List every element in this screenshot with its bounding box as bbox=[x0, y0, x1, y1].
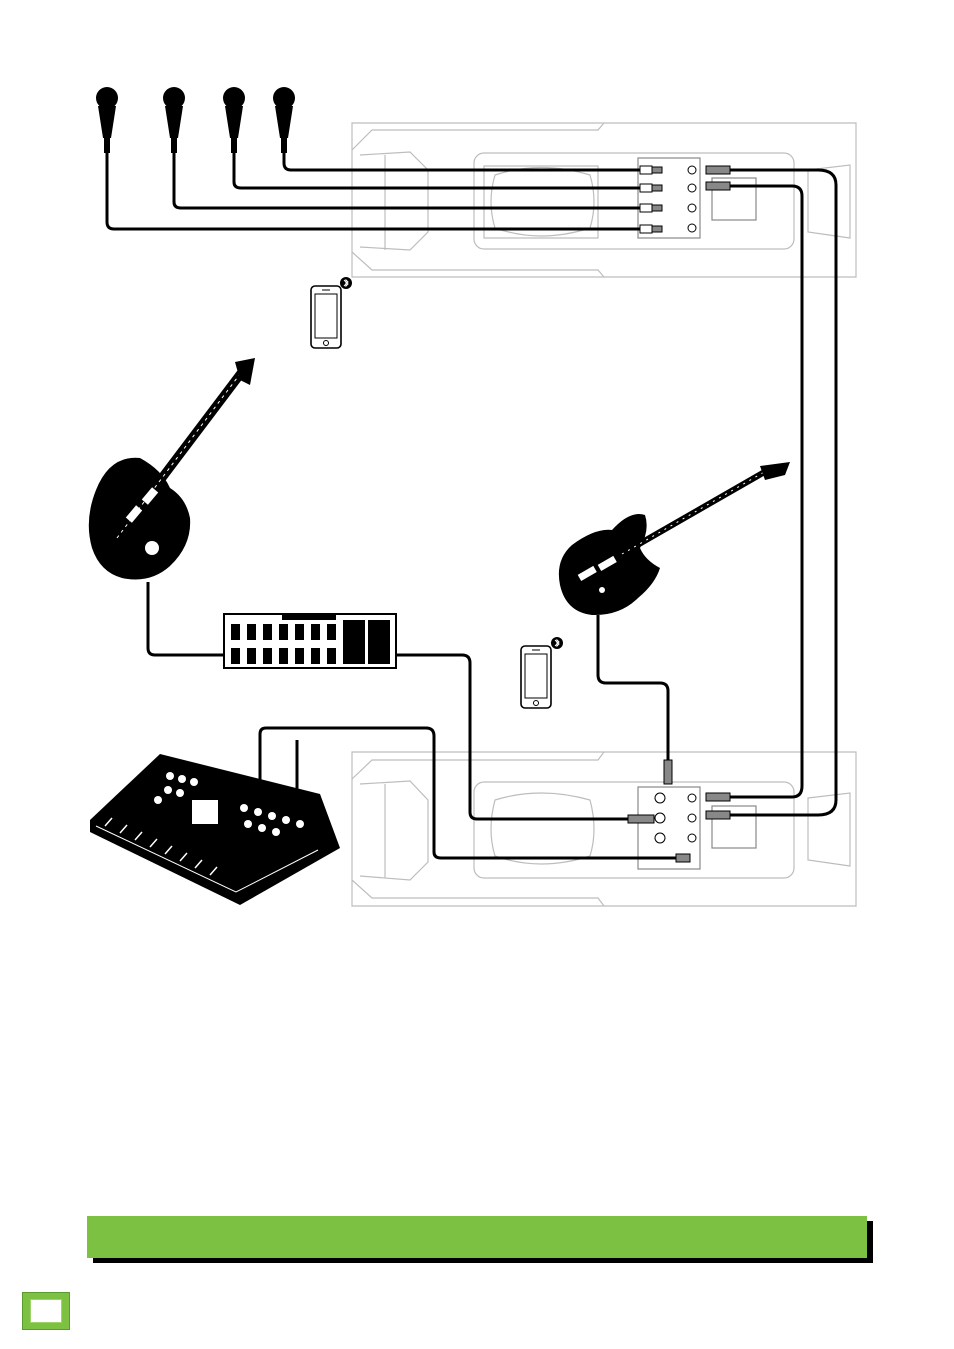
link-cables bbox=[730, 170, 836, 815]
page-number-box bbox=[30, 1299, 62, 1323]
electric-guitar-icon bbox=[89, 358, 255, 580]
pa-speaker-bottom bbox=[352, 752, 856, 906]
mic-connectors bbox=[640, 166, 662, 233]
microphone-icon-4 bbox=[273, 87, 295, 153]
pedalboard-cable bbox=[396, 655, 628, 819]
pedalboard-connector bbox=[628, 815, 654, 823]
smartphone-icon-top bbox=[311, 286, 341, 348]
bluetooth-icon-top bbox=[340, 277, 352, 289]
bluetooth-icon-bottom bbox=[551, 637, 563, 649]
top-input-panel bbox=[688, 166, 696, 232]
bass-guitar-icon bbox=[559, 462, 790, 615]
bass-cable bbox=[598, 615, 668, 760]
synthesizer-icon bbox=[90, 754, 340, 905]
microphone-icon-1 bbox=[96, 87, 118, 153]
mic-cables bbox=[107, 153, 640, 229]
microphone-icon-3 bbox=[223, 87, 245, 153]
pa-speaker-top bbox=[352, 123, 856, 277]
bottom-input-panel bbox=[655, 793, 696, 843]
bass-connector bbox=[664, 760, 672, 784]
microphone-icon-2 bbox=[163, 87, 185, 153]
guitar-cable bbox=[148, 582, 226, 655]
effects-pedalboard-icon bbox=[224, 614, 396, 668]
synth-connector bbox=[676, 854, 690, 862]
smartphone-icon-bottom bbox=[521, 646, 551, 708]
section-banner bbox=[87, 1216, 867, 1258]
page-number-tab bbox=[22, 1292, 70, 1330]
